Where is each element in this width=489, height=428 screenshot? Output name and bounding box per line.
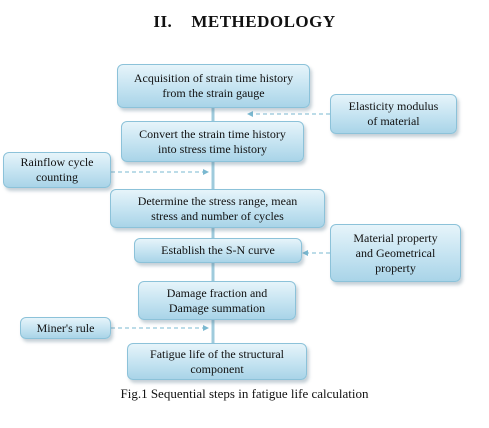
- step-damage: Damage fraction and Damage summation: [138, 281, 296, 320]
- input-miner: Miner's rule: [20, 317, 111, 339]
- step-fatigue-life-label: Fatigue life of the structural component: [150, 346, 284, 376]
- step-fatigue-life: Fatigue life of the structural component: [127, 343, 307, 380]
- input-elasticity-label: Elasticity modulus of material: [348, 99, 439, 128]
- input-elasticity: Elasticity modulus of material: [330, 94, 457, 134]
- step-acquisition-label: Acquisition of strain time history from …: [133, 71, 294, 100]
- step-damage-label: Damage fraction and Damage summation: [166, 285, 268, 315]
- input-rainflow-label: Rainflow cycle counting: [20, 155, 94, 184]
- input-miner-label: Miner's rule: [36, 320, 95, 335]
- section-heading: II. METHEDOLOGY: [0, 12, 489, 32]
- step-determine: Determine the stress range, mean stress …: [110, 189, 325, 228]
- step-sn-curve: Establish the S-N curve: [134, 238, 302, 263]
- section-number: II.: [153, 12, 173, 31]
- step-determine-label: Determine the stress range, mean stress …: [137, 193, 298, 223]
- step-acquisition: Acquisition of strain time history from …: [117, 64, 310, 108]
- input-material-label: Material property and Geometrical proper…: [353, 230, 438, 275]
- step-convert-label: Convert the strain time history into str…: [139, 126, 286, 156]
- input-rainflow: Rainflow cycle counting: [3, 152, 111, 188]
- section-title: METHEDOLOGY: [191, 12, 336, 31]
- step-sn-curve-label: Establish the S-N curve: [161, 243, 275, 257]
- step-convert: Convert the strain time history into str…: [121, 121, 304, 162]
- input-material: Material property and Geometrical proper…: [330, 224, 461, 282]
- figure-caption: Fig.1 Sequential steps in fatigue life c…: [120, 386, 369, 401]
